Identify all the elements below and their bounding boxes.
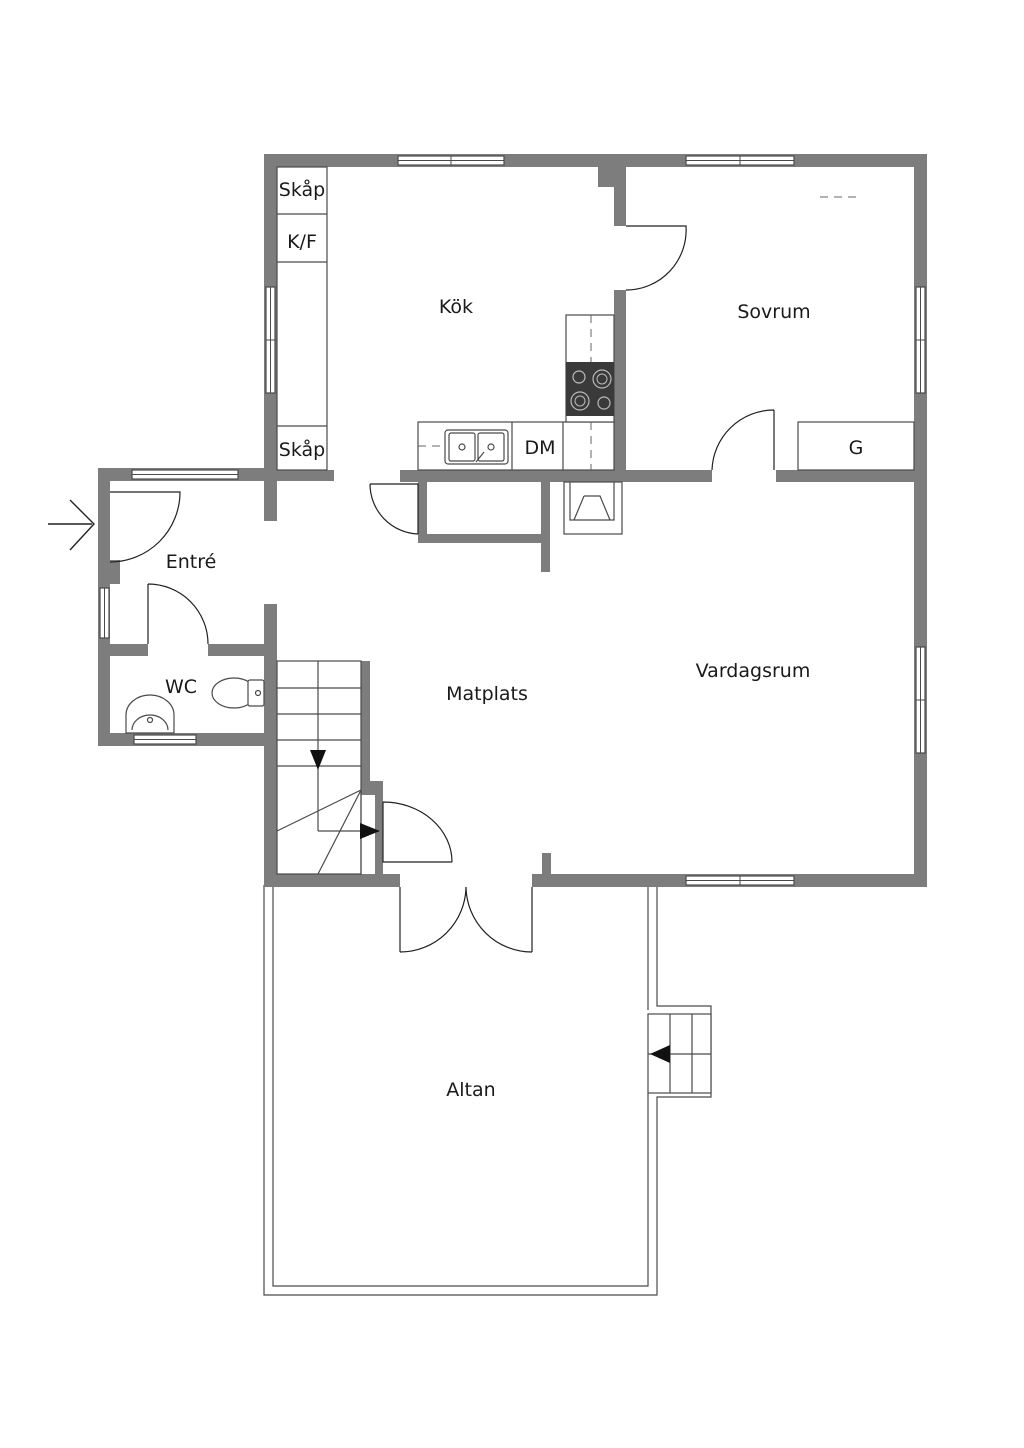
deck-step-arrow-icon bbox=[650, 1045, 670, 1063]
room-label-vardagsrum: Vardagsrum bbox=[696, 660, 811, 682]
deck-steps bbox=[647, 1013, 712, 1094]
fixture-label-dm: DM bbox=[524, 437, 555, 459]
fixture-labels: Skåp K/F Skåp DM G bbox=[279, 178, 864, 461]
sink-icon bbox=[125, 694, 175, 734]
room-label-matplats: Matplats bbox=[446, 683, 528, 705]
room-label-sovrum: Sovrum bbox=[737, 301, 810, 323]
room-label-entre: Entré bbox=[166, 551, 217, 573]
windows bbox=[99, 155, 926, 886]
doors bbox=[48, 225, 775, 953]
room-label-altan: Altan bbox=[446, 1079, 495, 1101]
room-labels: Kök Sovrum Entré WC Matplats Vardagsrum … bbox=[165, 296, 811, 1101]
stair-arrow-right-icon bbox=[360, 823, 380, 839]
kitchen-fixtures bbox=[276, 166, 623, 535]
toilet-icon bbox=[211, 677, 265, 709]
walls bbox=[98, 154, 927, 887]
room-label-wc: WC bbox=[165, 676, 197, 698]
room-label-kok: Kök bbox=[439, 296, 473, 318]
entry-arrow-icon bbox=[48, 499, 95, 551]
altan-deck bbox=[263, 885, 712, 1296]
fixture-label-skap-bottom: Skåp bbox=[279, 438, 325, 461]
wc-fixtures bbox=[125, 677, 265, 734]
fixture-label-kf: K/F bbox=[287, 231, 317, 253]
stair-arrow-down-icon bbox=[310, 750, 326, 770]
fixture-label-g: G bbox=[849, 437, 864, 459]
fixture-label-skap-top: Skåp bbox=[279, 178, 325, 201]
bedroom-fixtures bbox=[797, 196, 915, 471]
stairs bbox=[276, 660, 380, 875]
